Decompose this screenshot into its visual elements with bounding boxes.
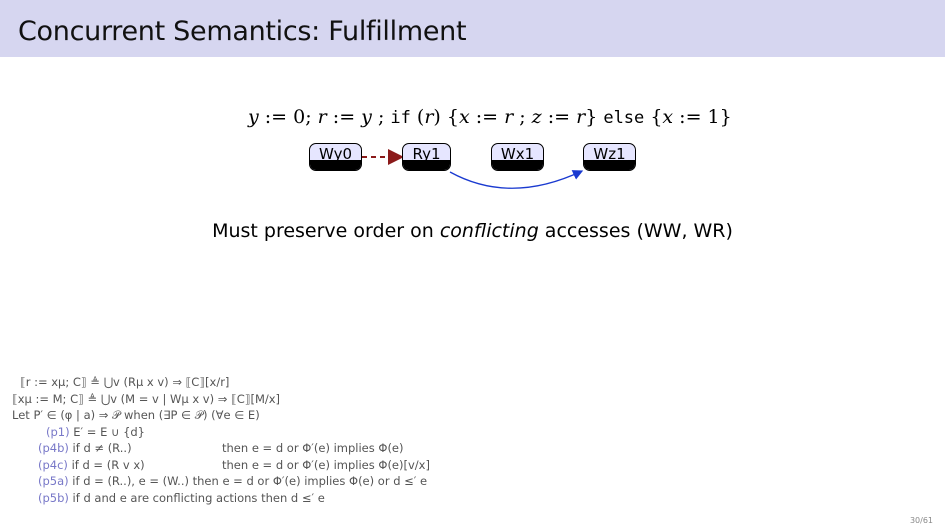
program-var: r [424,106,434,128]
program-var: r [576,106,586,128]
event-node: Wx1 [491,143,544,171]
event-node: Ry1 [402,143,451,171]
rule-p1: (p1) E′ = E ∪ {d} [12,424,427,441]
caption-text: accesses (WW, WR) [538,220,733,242]
program-keyword: if [390,108,411,128]
program-op: := [541,106,577,128]
program-keyword: else [603,108,645,128]
program-op: ; [513,106,532,128]
event-label: Wz1 [593,145,626,163]
caption-emphasis: conflicting [439,220,539,242]
event-shade [403,160,450,170]
program-var: y [361,106,372,128]
program-op: := [326,106,362,128]
event-label: Wy0 [319,145,352,163]
slide-title: Concurrent Semantics: Fulfillment [18,16,467,47]
order-arrow [449,170,584,189]
rule-let: Let P′ ∈ (φ | a) ⇒ 𝒫 when (∃P ∈ 𝒫) (∀e ∈… [12,408,260,422]
rule-tag: (p4c) [38,457,68,472]
rule-text: if d ≠ (R..) [72,441,132,455]
program-op: := 0; [258,106,318,128]
semantics-rules: ⟦r := xμ; C⟧ ≜ ⋃v (Rμ x v) ⇒ ⟦C⟧[x/r] ⟦x… [12,374,430,507]
program-op: := 1} [673,106,732,128]
program-var: r [504,106,514,128]
event-shade [584,160,635,170]
rule-text: E′ = E ∪ {d} [73,424,146,439]
program-var: x [458,106,470,128]
rule-text: if d = (R..), e = (W..) then e = d or Φ′… [72,474,428,488]
rule-tag: (p5b) [38,490,69,505]
rule-tag: (p1) [46,424,70,439]
program-var: y [248,106,259,128]
event-node: Wy0 [309,143,362,171]
program-op: ) { [433,106,459,128]
event-shade [310,160,361,170]
event-label: Wx1 [500,145,535,163]
program-var: r [317,106,327,128]
rule-text: if d = (R v x) [71,457,145,472]
caption: Must preserve order on conflicting acces… [0,220,945,242]
rule-text: if d and e are conflicting actions then … [72,490,325,505]
event-node: Wz1 [583,143,636,171]
rule-tag: (p4b) [38,441,69,455]
page-number: 30/61 [909,516,933,525]
program-var: x [662,106,674,128]
caption-text: Must preserve order on [212,220,440,242]
program-op: := [469,106,505,128]
rule-p5b: (p5b) if d and e are conflicting actions… [12,490,427,507]
rule-p5a: (p5a) if d = (R..), e = (W..) then e = d… [12,473,427,490]
program-text: y := 0; r := y ; if (r) {x := r ; z := r… [248,106,732,128]
rule-write: ⟦xμ := M; C⟧ ≜ ⋃v (M = v | Wμ x v) ⇒ ⟦C⟧… [12,391,281,406]
program-var: z [531,106,542,128]
rule-tag: (p5a) [38,474,69,488]
rule-then: then e = d or Φ′(e) implies Φ(e)[v/x] [222,457,430,472]
program-op: } [585,106,604,128]
program-op: { [644,106,663,128]
program-op: ( [410,106,425,128]
title-bar: Concurrent Semantics: Fulfillment [0,0,945,57]
event-shade [492,160,543,170]
rule-p4b: (p4b) if d ≠ (R..) then e = d or Φ′(e) im… [12,440,427,457]
rule-p4c: (p4c) if d = (R v x) then e = d or Φ′(e) … [12,457,430,474]
program-op: ; [371,106,391,128]
event-label: Ry1 [412,145,441,163]
rule-then: then e = d or Φ′(e) implies Φ(e) [222,441,404,455]
rule-read: ⟦r := xμ; C⟧ ≜ ⋃v (Rμ x v) ⇒ ⟦C⟧[x/r] [20,375,230,389]
